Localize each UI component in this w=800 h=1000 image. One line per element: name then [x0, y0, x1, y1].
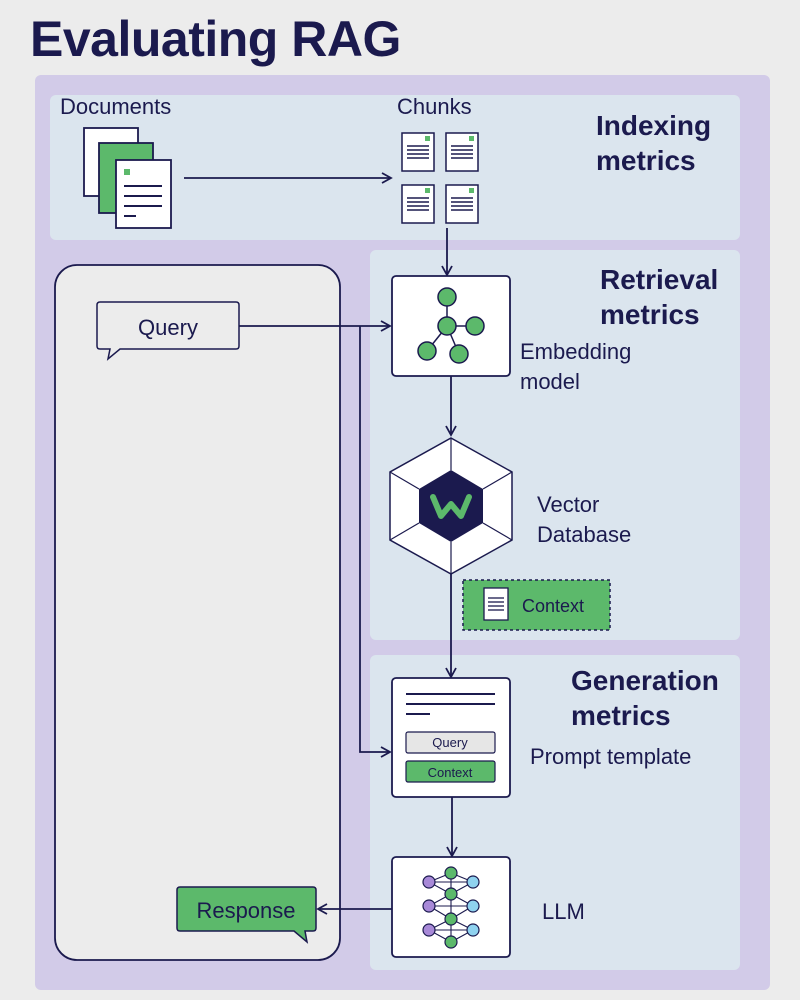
llm-icon [391, 856, 511, 958]
chunks-icon [401, 132, 479, 224]
client-frame [54, 264, 341, 961]
vector-database-label: Vector Database [537, 492, 632, 547]
prompt-template-label: Prompt template [530, 744, 692, 769]
prompt-query-label: Query [432, 735, 468, 750]
embedding-model-icon [391, 275, 511, 377]
embedding-model-label: Embedding model [520, 339, 632, 394]
documents-icon [83, 127, 172, 229]
prompt-context-label: Context [428, 765, 473, 780]
documents-label: Documents [60, 94, 172, 119]
response-bubble: Response [176, 886, 317, 944]
query-bubble-label: Query [138, 315, 198, 340]
response-bubble-label: Response [196, 898, 295, 923]
chunks-label: Chunks [397, 94, 472, 119]
query-bubble: Query [96, 301, 240, 361]
vector-database-icon [389, 437, 513, 575]
llm-label: LLM [542, 899, 585, 924]
page-title: Evaluating RAG [30, 11, 401, 67]
prompt-template-icon: Query Context [391, 677, 511, 798]
query-to-prompt-arrow [359, 326, 392, 758]
context-card: Context [462, 579, 611, 631]
context-card-label: Context [522, 596, 584, 616]
generation-metrics-title: Generation metrics [571, 665, 719, 731]
retrieval-metrics-title: Retrieval metrics [600, 264, 719, 330]
indexing-metrics-title: Indexing metrics [596, 110, 712, 176]
